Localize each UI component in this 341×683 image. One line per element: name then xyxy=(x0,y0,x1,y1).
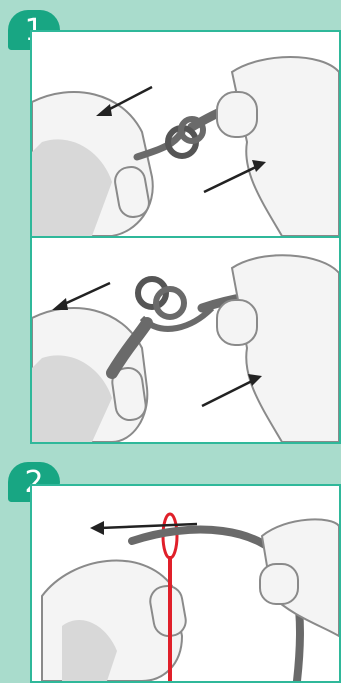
step-2-panel xyxy=(30,484,341,683)
left-hand-icon xyxy=(42,561,188,681)
step-1-panel-bottom xyxy=(30,236,341,444)
step-2-illustration xyxy=(32,486,339,681)
left-hand-icon xyxy=(32,92,153,236)
right-hand-icon xyxy=(217,255,339,442)
step-1-panel-top xyxy=(30,30,341,238)
step-1b-illustration xyxy=(32,238,339,442)
left-hand-icon xyxy=(32,308,147,442)
step-1a-illustration xyxy=(32,32,339,236)
arrow-left-icon xyxy=(52,283,110,310)
right-hand-icon xyxy=(217,57,339,236)
